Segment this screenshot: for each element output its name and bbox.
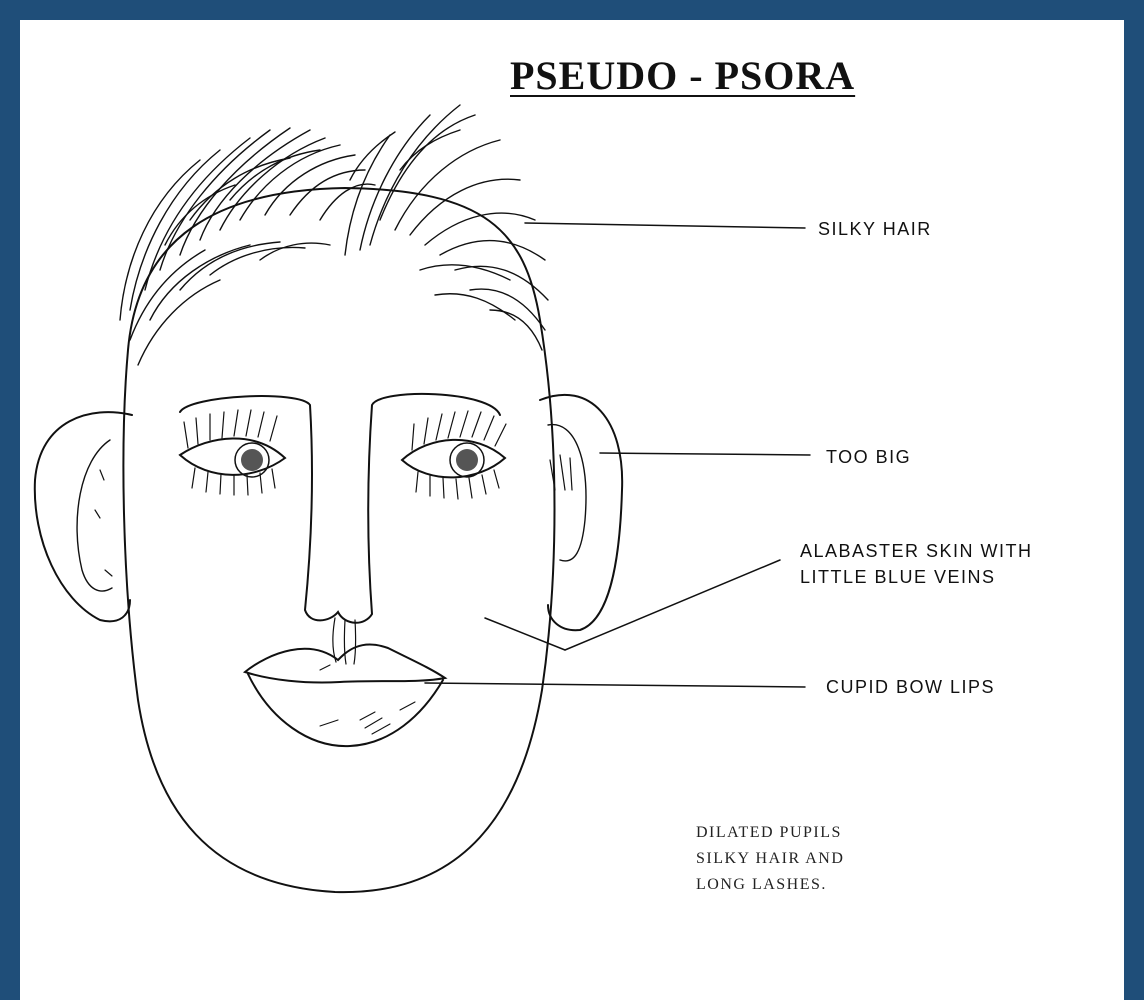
lips-leader <box>425 683 805 687</box>
label-alabaster-skin-line1: ALABASTER SKIN WITH <box>800 538 1033 564</box>
label-silky-hair: SILKY HAIR <box>818 216 932 242</box>
left-eye-lashes <box>184 410 277 495</box>
summary-note: DILATED PUPILS SILKY HAIR AND LONG LASHE… <box>696 820 844 898</box>
hair-leader <box>525 223 805 228</box>
hair-strands <box>120 105 548 365</box>
face-illustration <box>20 20 1124 1000</box>
ears-leader <box>600 453 810 455</box>
face-outline <box>123 188 554 892</box>
note-line-3: LONG LASHES. <box>696 872 844 898</box>
label-alabaster-skin-line2: LITTLE BLUE VEINS <box>800 564 1033 590</box>
label-too-big: TOO BIG <box>826 444 911 470</box>
nose <box>180 394 500 623</box>
left-ear <box>35 412 132 621</box>
label-alabaster-skin: ALABASTER SKIN WITH LITTLE BLUE VEINS <box>800 538 1033 590</box>
philtrum <box>333 618 356 664</box>
label-cupid-bow-lips: CUPID BOW LIPS <box>826 674 995 700</box>
left-eye <box>180 410 285 495</box>
note-line-1: DILATED PUPILS <box>696 820 844 846</box>
skin-leader-2 <box>565 560 780 650</box>
skin-leader <box>485 618 565 650</box>
right-eye <box>402 411 506 499</box>
note-line-2: SILKY HAIR AND <box>696 846 844 872</box>
diagram-sheet: PSEUDO - PSORA <box>20 20 1124 1000</box>
